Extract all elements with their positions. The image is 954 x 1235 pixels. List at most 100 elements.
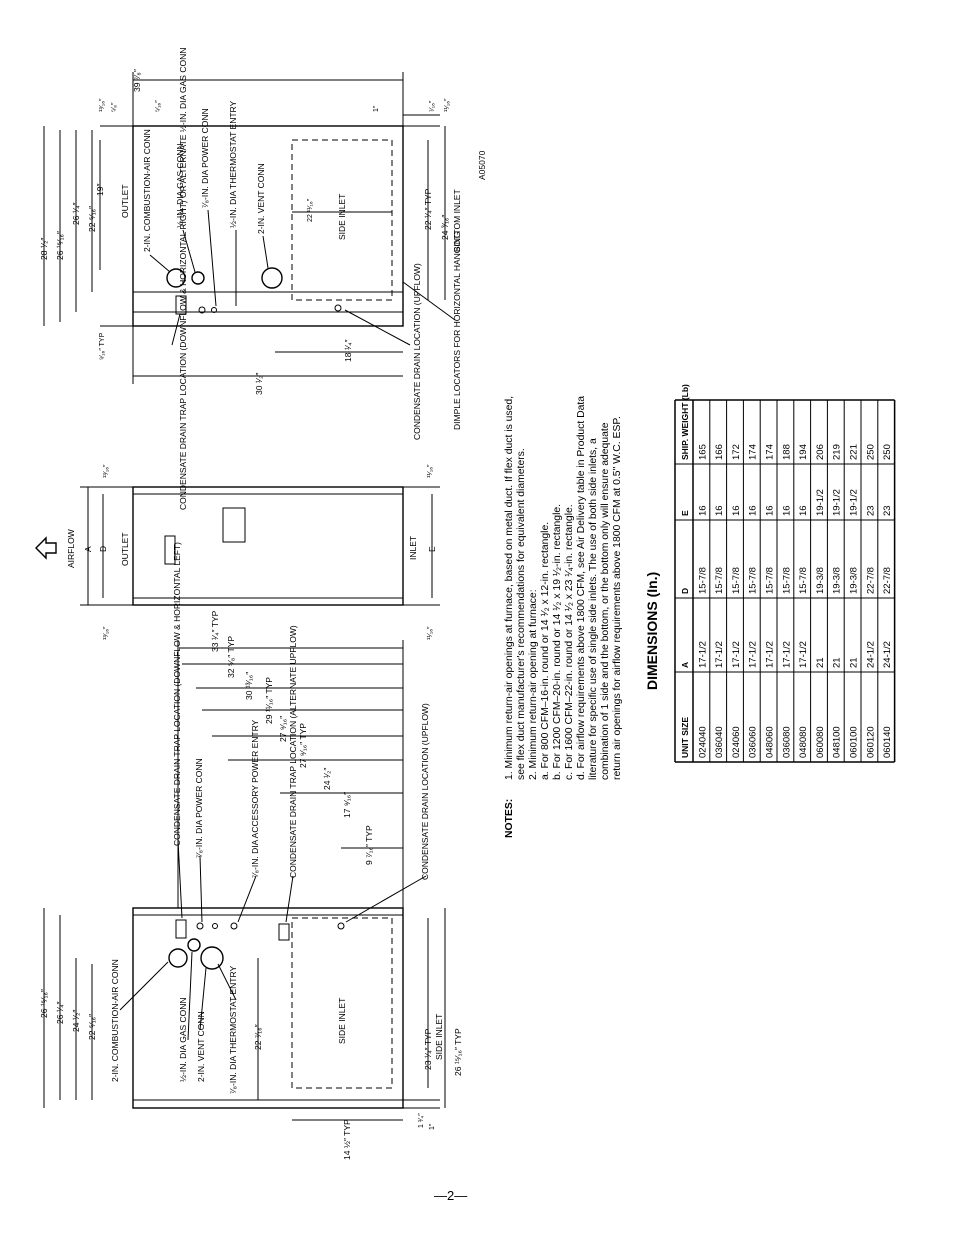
dim-22-11-16: 22 ¹¹⁄₁₆″	[307, 198, 314, 222]
table-cell: 206	[815, 444, 826, 460]
note-line-5: b. For 1200 CFM–20-in. round or 14 ¹⁄₂ x…	[552, 504, 563, 780]
table-cell: 16	[731, 505, 742, 516]
table-cell: 17-1/2	[765, 641, 776, 668]
table-cell: 19-1/2	[815, 489, 826, 516]
dim-17-9-16: 17 ⁹⁄₁₆″	[342, 792, 352, 818]
table-cell: 024040	[697, 726, 708, 758]
table-cell: 048080	[798, 726, 809, 758]
top-drain-trap-callout: CONDENSATE DRAIN TRAP LOCATION (DOWNFLOW…	[178, 48, 188, 510]
table-cell: 17-1/2	[781, 641, 792, 668]
vent-conn-left-icon	[200, 946, 224, 970]
bottom-combustion-air-label: 2-IN. COMBUSTION-AIR CONN	[110, 959, 120, 1082]
power-conn-icon	[198, 306, 206, 314]
table-cell: 15-7/8	[765, 567, 776, 594]
top-outlet-label: OUTLET	[120, 184, 130, 218]
thermostat-entry-icon	[211, 307, 217, 313]
table-cell: 060080	[815, 726, 826, 758]
bottom-thermostat-label: ⁷⁄₈-IN. DIA THERMOSTAT ENTRY	[228, 966, 238, 1094]
table-cell: 048100	[832, 726, 843, 758]
top-thermostat-label: ½-IN. DIA THERMOSTAT ENTRY	[228, 100, 238, 228]
table-cell: 19-3/8	[849, 567, 860, 594]
table-cell: 23	[882, 505, 893, 516]
table-cell: 060100	[849, 726, 860, 758]
table-header-cell: E	[680, 510, 690, 516]
dim-24-1-2-l: 24 ¹⁄₂″	[71, 1010, 81, 1032]
dim-39-7-8: 39 ⁷⁄₈″	[132, 69, 142, 92]
page-number: —2—	[434, 1188, 467, 1203]
table-cell: 22-7/8	[865, 567, 876, 594]
bottom-accessory-callout: ⁷⁄₈-IN. DIA ACCESSORY POWER ENTRY	[250, 719, 260, 878]
table-cell: 17-1/2	[798, 641, 809, 668]
dim-5-16: ⁵⁄₁₆″	[155, 100, 162, 112]
dim-e-label: E	[427, 546, 437, 552]
front-view: AIRFLOW A D OUTLET INLET E ¹³⁄₁₆″ ¹³⁄₁₆″…	[35, 464, 440, 640]
table-cell: 17-1/2	[748, 641, 759, 668]
table-cell: 060120	[865, 726, 876, 758]
bottom-gas-conn-label: ½-IN. DIA GAS CONN	[178, 997, 188, 1082]
bottom-drain-upflow-callout: CONDENSATE DRAIN TRAP LOCATION (ALTERNAT…	[288, 625, 298, 878]
dim-24-3-16: 24 ³⁄₁₆″	[440, 215, 450, 240]
table-cell: 174	[765, 444, 776, 460]
note-line-2: see flex duct manufacturer's recommendat…	[516, 448, 527, 780]
table-cell: 15-7/8	[781, 567, 792, 594]
dim-1-b: 1″	[429, 1123, 436, 1130]
dim-26-15-16: 26 ¹⁵⁄₁₆″	[55, 231, 65, 260]
front-view-cabinet	[132, 486, 404, 606]
bottom-side-inlet-label: SIDE INLET	[337, 998, 347, 1044]
dim-29-11-16-typ: 29 ¹¹⁄₁₆″ TYP	[264, 677, 274, 724]
dim-30-13-16: 30 ¹³⁄₁₆″	[244, 672, 254, 700]
table-cell: 19-3/8	[832, 567, 843, 594]
dim-26-1-4-l: 26 ¹⁄₄″	[55, 1001, 65, 1024]
dim-30-1-2: 30 ¹⁄₂″	[254, 373, 264, 395]
dim-26-15-16-l: 26 ¹⁵⁄₁₆″	[39, 989, 49, 1018]
table-cell: 036040	[714, 726, 725, 758]
front-inlet-label: INLET	[408, 536, 418, 560]
table-cell: 16	[798, 505, 809, 516]
note-line-6: c. For 1600 CFM–22-in. round or 14 ¹⁄₂ x…	[564, 504, 575, 780]
table-cell: 15-7/8	[714, 567, 725, 594]
vent-conn-icon	[261, 267, 283, 289]
table-cell: 16	[714, 505, 725, 516]
notes-heading: NOTES:	[504, 799, 515, 838]
dim-23-1-4-typ: 23 ¹⁄₄″ TYP	[423, 1028, 433, 1070]
top-power-conn-label: ⁷⁄₈-IN. DIA POWER CONN	[200, 108, 210, 208]
table-cell: 15-7/8	[731, 567, 742, 594]
bottom-view-cabinet	[132, 907, 404, 1109]
top-view-cabinet	[132, 125, 404, 327]
table-cell: 17-1/2	[714, 641, 725, 668]
table-cell: 19-3/8	[815, 567, 826, 594]
table-title: DIMENSIONS (In.)	[644, 572, 660, 690]
dim-33-1-4-typ: 33 ¹⁄₄″ TYP	[210, 610, 220, 652]
table-cell: 219	[832, 444, 843, 460]
table-cell: 172	[731, 444, 742, 460]
dim-5-8: ⁵⁄₈″	[111, 102, 118, 112]
table-cell: 16	[697, 505, 708, 516]
front-outlet-label: OUTLET	[120, 532, 130, 566]
dim-27-9-16: 27 ⁹⁄₁₆″	[278, 716, 288, 742]
bottom-power-conn-callout: ⁷⁄₈-IN. DIA POWER CONN	[194, 758, 204, 858]
dim-28-1-2: 28 ¹⁄₂″	[39, 238, 49, 260]
airflow-arrow-icon	[35, 536, 57, 560]
combustion-air-conn-icon	[166, 268, 186, 288]
dim-9-7-16-typ: 9 ⁷⁄₁₆″ TYP	[364, 825, 374, 865]
note-line-8: literature for specific use of single si…	[588, 438, 599, 780]
dim-1-1-4: 1 ¹⁄₄″	[418, 1113, 425, 1128]
dim-1: 1″	[373, 105, 380, 112]
top-dimple-callout: DIMPLE LOCATORS FOR HORIZONTAL HANGING	[452, 231, 462, 430]
table-cell: 048060	[765, 726, 776, 758]
dim-13-16-a: ¹³⁄₁₆″	[103, 464, 110, 478]
table-cell: 19-1/2	[849, 489, 860, 516]
table-cell: 165	[697, 444, 708, 460]
drain-trap-left-icon	[175, 919, 187, 939]
gas-conn-icon	[191, 271, 205, 285]
top-vent-conn-label: 2-IN. VENT CONN	[256, 163, 266, 234]
bottom-view-side-inlet	[291, 917, 393, 1089]
table-header-cell: D	[680, 588, 690, 594]
dim-13-16: ¹³⁄₁₆″	[99, 98, 106, 112]
table-header-cell: A	[680, 662, 690, 668]
thermostat-entry-left-icon	[212, 923, 218, 929]
table-cell: 24-1/2	[865, 641, 876, 668]
table-cell: 17-1/2	[731, 641, 742, 668]
figure-id: A05070	[477, 150, 487, 180]
